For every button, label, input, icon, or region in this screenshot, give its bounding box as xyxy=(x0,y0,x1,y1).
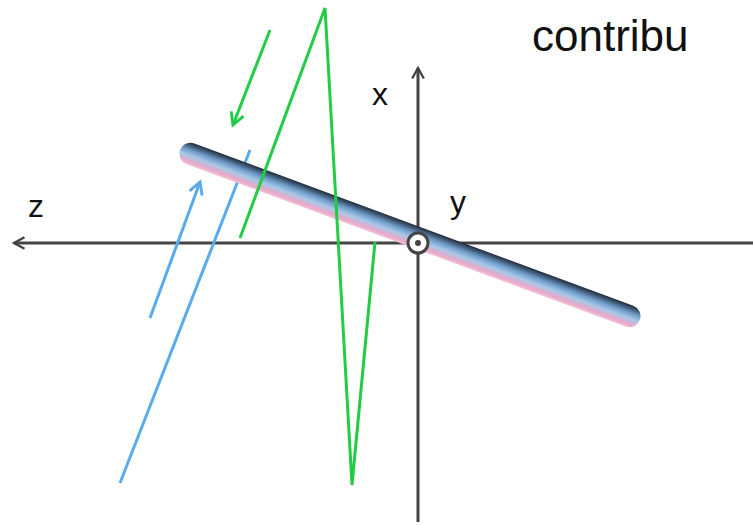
axis-label: z xyxy=(28,190,44,222)
green-wave xyxy=(240,8,375,485)
axis-label: x xyxy=(372,78,388,110)
heading-fragment: contribu xyxy=(532,14,689,58)
green-arrow xyxy=(233,30,270,125)
blue-ray xyxy=(120,150,250,483)
axis-label: y xyxy=(450,186,466,218)
rod xyxy=(176,140,643,331)
blue-arrow xyxy=(150,182,200,318)
y-axis-dot xyxy=(415,240,421,246)
y-axis-symbol xyxy=(408,233,428,253)
z-axis xyxy=(14,242,753,245)
x-axis xyxy=(417,68,420,522)
